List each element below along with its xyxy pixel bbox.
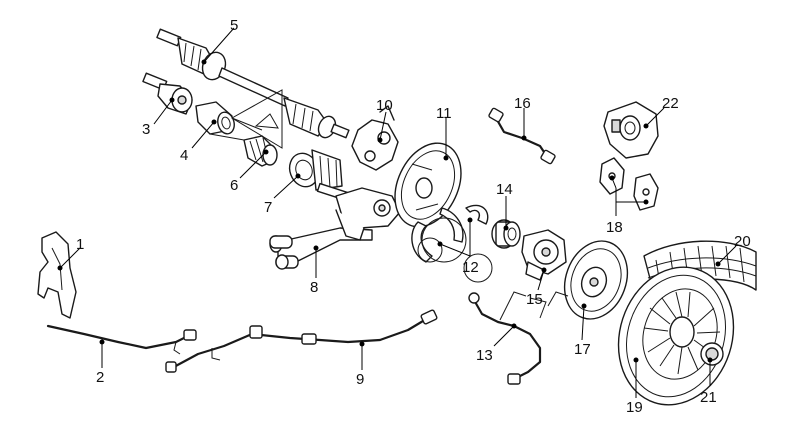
part-11-splash-shield	[394, 142, 462, 228]
part-19-wheel-rim	[617, 266, 735, 406]
part-8-control-arm	[269, 227, 373, 270]
callout-12: 12	[462, 259, 479, 276]
part-5-drive-shaft	[156, 28, 350, 139]
callout-20: 20	[734, 233, 751, 250]
callout-6: 6	[230, 177, 238, 194]
callout-14: 14	[496, 181, 513, 198]
part-15-wheel-hub	[521, 229, 567, 281]
part-12-brake-shoes	[411, 204, 493, 283]
leader-lines	[57, 27, 737, 398]
part-22-brake-caliper	[603, 101, 659, 159]
part-17-brake-disc	[563, 240, 629, 320]
callout-9: 9	[356, 371, 364, 388]
callout-21: 21	[700, 389, 717, 406]
callout-7: 7	[264, 199, 272, 216]
callout-11: 11	[436, 105, 452, 122]
callout-5: 5	[230, 17, 238, 34]
steering-knuckle-assembly	[335, 187, 401, 241]
callout-22: 22	[662, 95, 679, 112]
callout-8: 8	[310, 279, 318, 296]
callout-10: 10	[376, 97, 393, 114]
callout-18: 18	[606, 219, 623, 236]
callout-1: 1	[76, 236, 84, 253]
part-1-arm	[37, 231, 77, 319]
callout-labels: 1 2 3 4 5 6 7 8 9 10 11 12 13 14 15 16 1…	[76, 17, 751, 416]
part-9-sensor-cable	[165, 309, 438, 373]
callout-3: 3	[142, 121, 150, 138]
callout-16: 16	[514, 95, 531, 112]
callout-17: 17	[574, 341, 591, 358]
callout-15: 15	[526, 291, 543, 308]
callout-2: 2	[96, 369, 104, 386]
part-10-bracket	[351, 105, 399, 171]
part-2-sensor-cable	[46, 324, 197, 355]
part-16-brake-line	[488, 107, 556, 165]
callout-4: 4	[180, 147, 188, 164]
part-7-outer-cv-joint	[288, 149, 350, 202]
callout-19: 19	[626, 399, 643, 416]
part-4-sleeve	[195, 101, 235, 135]
assembly-guide-lines	[209, 89, 283, 149]
callout-13: 13	[476, 347, 493, 364]
part-21-hub-cap	[700, 342, 724, 366]
part-6-cv-boot	[243, 135, 278, 167]
part-3-inner-cv-joint	[142, 72, 193, 115]
part-13-sensor-cable	[468, 291, 569, 385]
